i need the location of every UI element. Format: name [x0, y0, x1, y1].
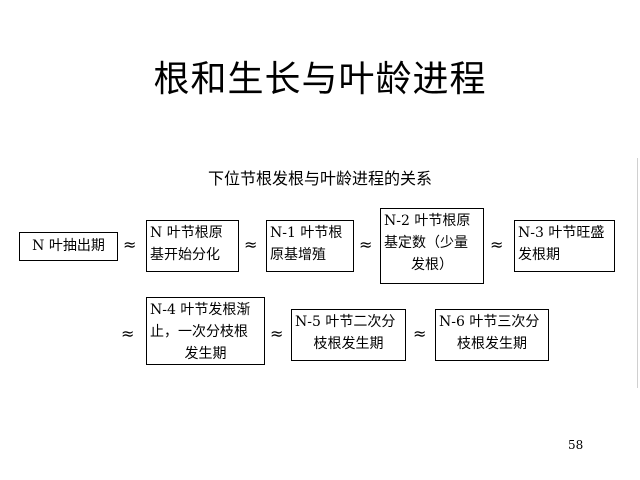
approx-symbol: ≈ [359, 235, 373, 254]
page-number: 58 [568, 438, 584, 452]
diagram-subtitle: 下位节根发根与叶龄进程的关系 [207, 169, 432, 188]
stage-box-line: N 叶抽出期 [32, 238, 105, 254]
stage-box-line: 原基增殖 [270, 247, 326, 263]
stage-box-line: 止，一次分枝根 [150, 324, 248, 340]
stage-box-line: 基定数（少量 [384, 235, 468, 251]
stage-box-line: N-1 叶节根 [270, 225, 343, 241]
approx-symbol: ≈ [244, 235, 258, 254]
approx-symbol: ≈ [490, 235, 504, 254]
stage-box-line: 发生期 [184, 346, 227, 362]
stage-box-line: 枝根发生期 [457, 336, 527, 352]
stage-box-n1-node-primordia-proliferation: N-1 叶节根 原基增殖 [266, 220, 354, 272]
stage-box-n5-secondary-branch-roots: N-5 叶节二次分 枝根发生期 [291, 309, 406, 361]
stage-box-line: 枝根发生期 [313, 336, 384, 352]
stage-box-n4-primary-branch-roots: N-4 叶节发根渐 止，一次分枝根 发生期 [146, 297, 265, 365]
approx-symbol: ≈ [270, 324, 284, 343]
right-edge-rule [637, 158, 638, 388]
slide-title: 根和生长与叶龄进程 [153, 59, 487, 100]
stage-box-n2-node-primordia-fixed: N-2 叶节根原 基定数（少量 发根） [380, 208, 484, 284]
stage-box-n3-vigorous-rooting: N-3 叶节旺盛 发根期 [514, 220, 615, 272]
stage-box-line: N-6 叶节三次分 [439, 314, 540, 330]
stage-box-n6-tertiary-branch-roots: N-6 叶节三次分 枝根发生期 [435, 309, 549, 361]
stage-box-line: 发根期 [518, 247, 560, 263]
approx-symbol: ≈ [123, 235, 137, 254]
stage-box-line: 发根） [411, 257, 453, 273]
stage-box-line: 基开始分化 [150, 247, 220, 263]
approx-symbol: ≈ [121, 324, 135, 343]
stage-box-n-node-root-primordia: N 叶节根原 基开始分化 [146, 220, 239, 272]
stage-box-line: N 叶节根原 [150, 225, 223, 241]
stage-box-line: N-5 叶节二次分 [295, 314, 396, 330]
stage-box-n-leaf-emergence: N 叶抽出期 [19, 232, 118, 261]
stage-box-line: N-4 叶节发根渐 [150, 302, 251, 318]
stage-box-line: N-2 叶节根原 [384, 213, 471, 229]
approx-symbol: ≈ [413, 324, 427, 343]
stage-box-line: N-3 叶节旺盛 [518, 225, 605, 241]
